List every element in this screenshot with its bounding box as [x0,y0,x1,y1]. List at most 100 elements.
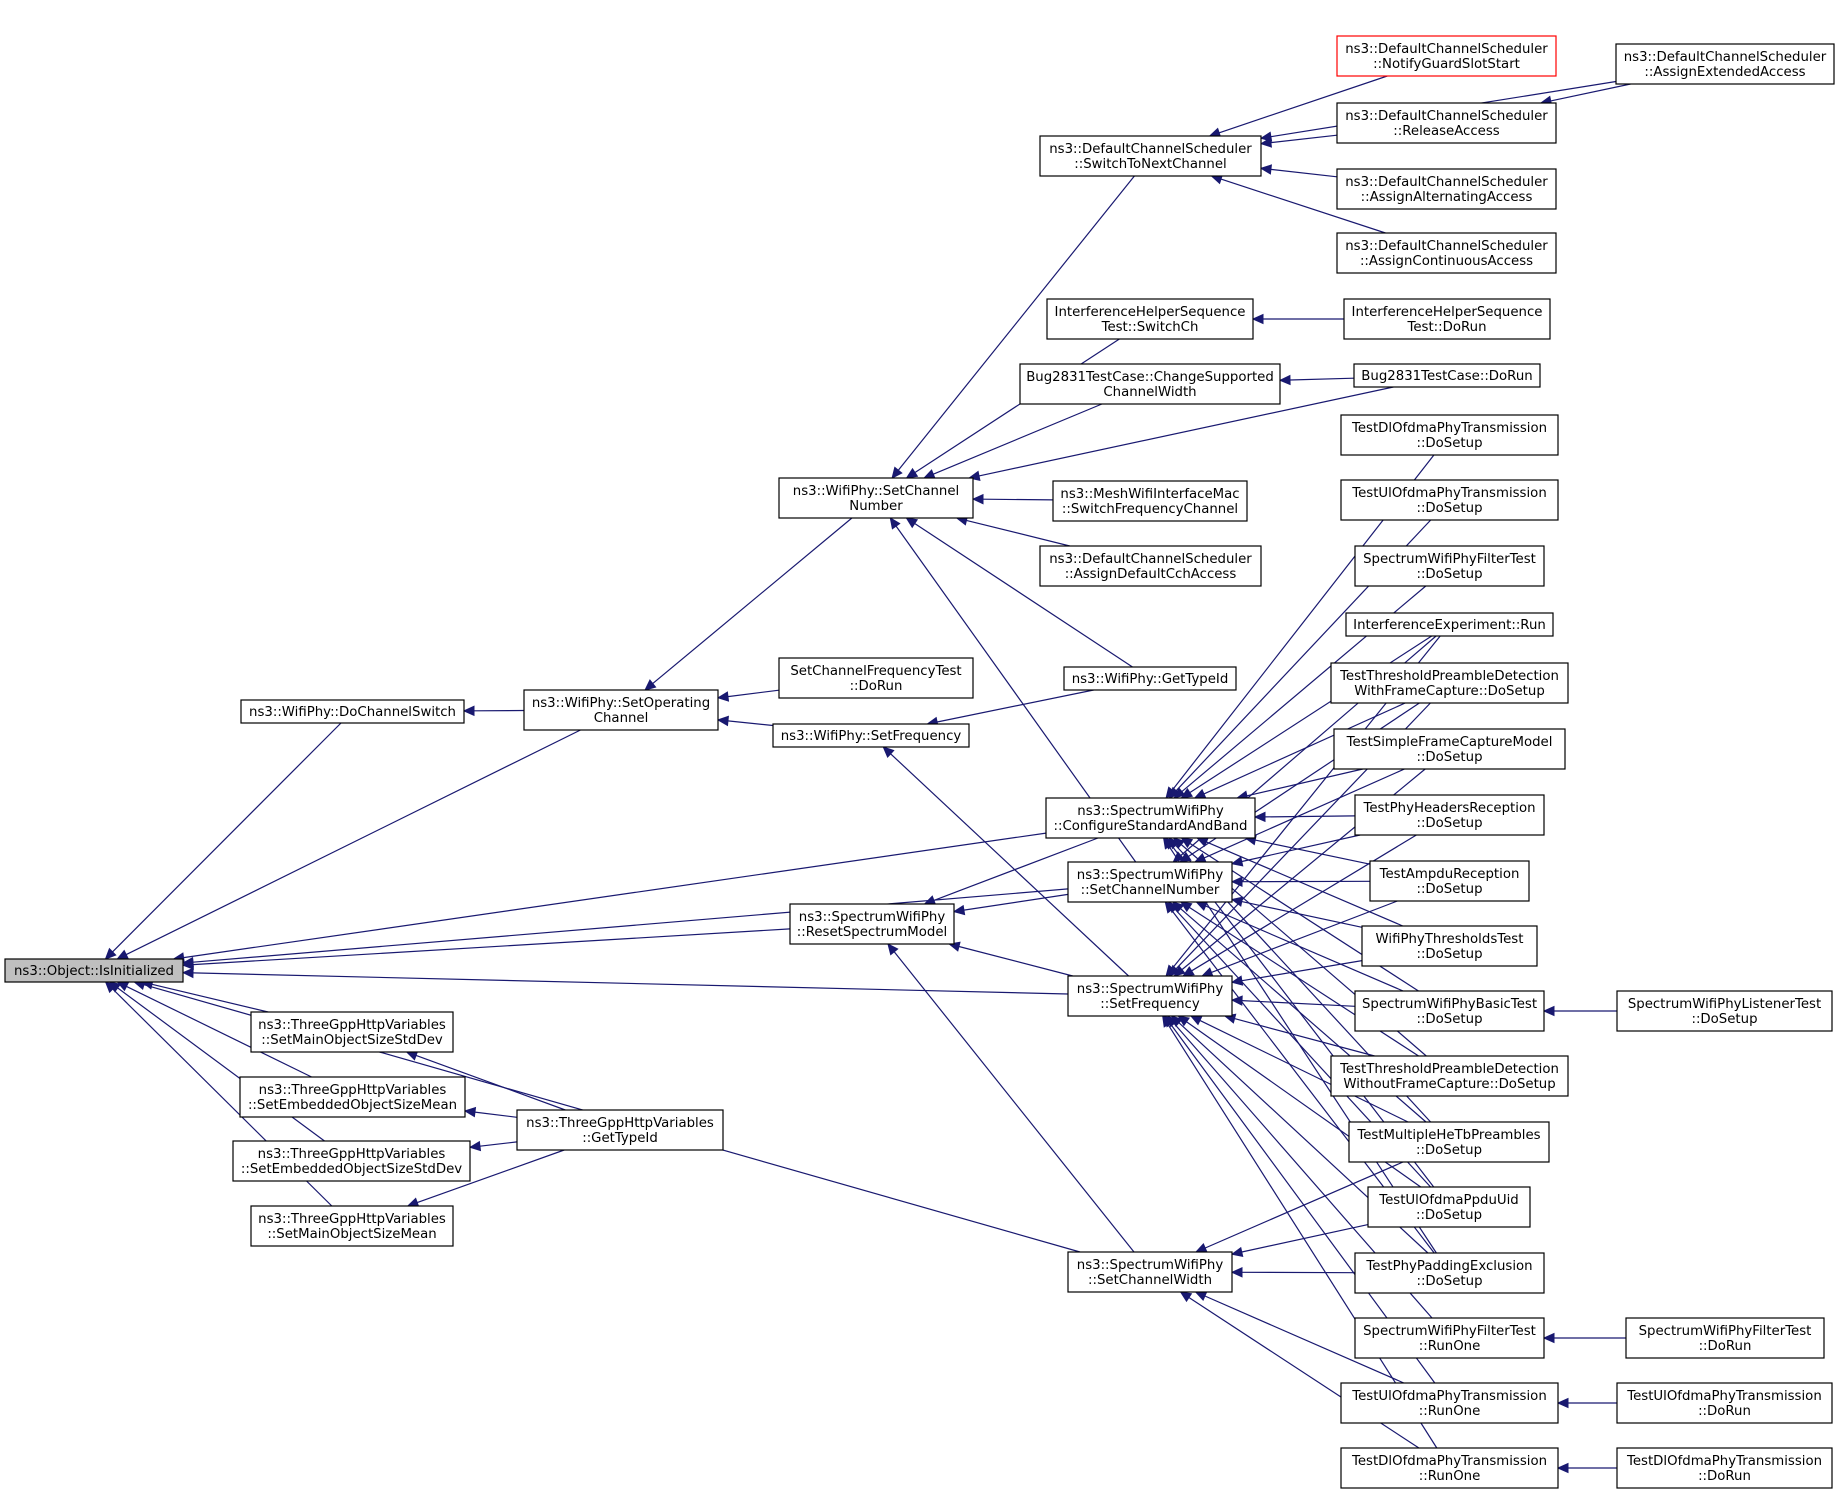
node-label-line: ns3::WifiPhy::SetOperating [532,696,710,711]
node-label-line: ChannelWidth [1103,385,1196,400]
graph-node-n20[interactable]: ns3::SpectrumWifiPhy::SetChannelNumber [1067,861,1233,903]
graph-node-n47[interactable]: TestUlOfdmaPhyTransmission::DoRun [1616,1382,1833,1424]
call-edge-n7-to-n4 [1259,134,1338,148]
graph-node-n26[interactable]: ns3::ThreeGppHttpVariables::SetEmbeddedO… [232,1140,471,1182]
edge-line [1211,900,1398,973]
node-box [1336,232,1557,274]
node-label-line: Channel [594,711,649,726]
node-label-line: ::NotifyGuardSlotStart [1373,57,1520,72]
graph-node-n6[interactable]: ns3::DefaultChannelScheduler::AssignExte… [1615,43,1835,85]
graph-node-n7[interactable]: ns3::DefaultChannelScheduler::ReleaseAcc… [1336,102,1557,144]
call-edge-n28-to-n25 [463,1106,518,1118]
node-label-line: ns3::Object::IsInitialized [14,964,174,979]
graph-node-n43[interactable]: TestPhyPaddingExclusion::DoSetup [1354,1252,1545,1294]
graph-node-n46[interactable]: TestUlOfdmaPhyTransmission::RunOne [1340,1382,1559,1424]
node-label-line: TestPhyPaddingExclusion [1365,1259,1532,1274]
edge-line [1241,960,1363,982]
call-edge-n47-to-n46 [1556,1397,1617,1409]
graph-node-n24[interactable]: ns3::ThreeGppHttpVariables::SetMainObjec… [250,1011,454,1053]
call-edge-n49-to-n48 [1556,1462,1617,1474]
graph-node-n13[interactable]: Bug2831TestCase::DoRun [1353,363,1541,388]
node-label-line: Number [849,499,903,514]
graph-node-n16[interactable]: SetChannelFrequencyTest::DoRun [778,657,974,699]
node-label-line: TestDlOfdmaPhyTransmission [1351,421,1547,436]
call-edge-n11-to-n10 [1251,313,1344,325]
node-box [1354,1317,1545,1359]
node-box [1340,479,1559,521]
graph-node-n25[interactable]: ns3::ThreeGppHttpVariables::SetEmbeddedO… [239,1076,466,1118]
node-box [1330,1055,1569,1097]
graph-node-n45[interactable]: SpectrumWifiPhyFilterTest::DoRun [1625,1317,1825,1359]
graph-node-n40[interactable]: TestThresholdPreambleDetectionWithoutFra… [1330,1055,1569,1097]
node-label-line: ::AssignAlternatingAccess [1361,190,1533,205]
graph-node-n22[interactable]: ns3::SpectrumWifiPhy::SetFrequency [1067,975,1233,1017]
node-label-line: ns3::SpectrumWifiPhy [1077,1258,1224,1273]
node-label-line: TestThresholdPreambleDetection [1339,669,1559,684]
graph-node-n9[interactable]: ns3::DefaultChannelScheduler::AssignCont… [1336,232,1557,274]
node-label-line: ns3::DefaultChannelScheduler [1049,142,1252,157]
node-box [1616,1382,1833,1424]
graph-node-n28[interactable]: ns3::ThreeGppHttpVariables::GetTypeId [516,1109,724,1151]
graph-node-n30[interactable]: TestUlOfdmaPhyTransmission::DoSetup [1340,479,1559,521]
node-label-line: ns3::ThreeGppHttpVariables [258,1147,446,1162]
graph-node-n38[interactable]: SpectrumWifiPhyBasicTest::DoSetup [1354,990,1545,1032]
graph-node-n5[interactable]: ns3::DefaultChannelScheduler::NotifyGuar… [1336,35,1557,77]
call-edge-n12-to-n3 [922,403,1103,479]
graph-node-n48[interactable]: TestDlOfdmaPhyTransmission::RunOne [1340,1447,1559,1489]
graph-node-n4[interactable]: ns3::DefaultChannelScheduler::SwitchToNe… [1039,135,1262,177]
graph-node-n33[interactable]: TestThresholdPreambleDetectionWithFrameC… [1330,662,1569,704]
call-edge-n18-to-n3 [905,517,1133,668]
edge-line [982,498,1054,501]
graph-node-n31[interactable]: SpectrumWifiPhyFilterTest::DoSetup [1354,545,1545,587]
graph-node-n34[interactable]: TestSimpleFrameCaptureModel::DoSetup [1333,728,1566,770]
graph-node-n42[interactable]: TestUlOfdmaPpduUid::DoSetup [1367,1186,1531,1228]
graph-node-n8[interactable]: ns3::DefaultChannelScheduler::AssignAlte… [1336,168,1557,210]
graph-node-n14[interactable]: ns3::MeshWifiInterfaceMac::SwitchFrequen… [1052,480,1248,522]
arrowhead-icon [1194,1242,1208,1253]
node-box [1369,860,1530,902]
graph-node-n18[interactable]: ns3::WifiPhy::GetTypeId [1063,666,1237,691]
graph-node-n21[interactable]: ns3::SpectrumWifiPhy::ResetSpectrumModel [789,903,955,945]
node-label-line: ::DoSetup [1416,436,1482,451]
node-label-line: ::DoRun [1698,1404,1751,1419]
graph-node-n12[interactable]: Bug2831TestCase::ChangeSupportedChannelW… [1019,363,1281,405]
graph-node-n44[interactable]: SpectrumWifiPhyFilterTest::RunOne [1354,1317,1545,1359]
graph-node-n39[interactable]: SpectrumWifiPhyListenerTest::DoSetup [1616,990,1833,1032]
arrowhead-icon [1230,975,1244,986]
graph-node-n35[interactable]: TestPhyHeadersReception::DoSetup [1354,794,1545,836]
graph-node-n29[interactable]: TestDlOfdmaPhyTransmission::DoSetup [1340,414,1559,456]
graph-node-n36[interactable]: TestAmpduReception::DoSetup [1369,860,1530,902]
node-label-line: ::SetEmbeddedObjectSizeStdDev [241,1162,462,1177]
graph-node-n17[interactable]: ns3::WifiPhy::SetFrequency [772,723,970,748]
node-label-line: SpectrumWifiPhyFilterTest [1363,1324,1536,1339]
graph-node-n19[interactable]: ns3::SpectrumWifiPhy::ConfigureStandardA… [1045,797,1256,839]
graph-node-n37[interactable]: WifiPhyThresholdsTest::DoSetup [1361,925,1538,967]
graph-node-n1[interactable]: ns3::WifiPhy::DoChannelSwitch [240,699,465,724]
arrowhead-icon [1230,1246,1244,1258]
graph-node-n49[interactable]: TestDlOfdmaPhyTransmission::DoRun [1616,1447,1833,1489]
call-edge-n3-to-n2 [644,517,853,691]
graph-node-n3[interactable]: ns3::WifiPhy::SetChannelNumber [778,477,974,519]
node-label-line: ::DoSetup [1416,1274,1482,1289]
node-label-line: ::RunOne [1419,1469,1481,1484]
node-label-line: ::DoSetup [1691,1012,1757,1027]
edge-line [1241,1224,1369,1253]
call-edge-n14-to-n3 [971,493,1054,505]
graph-node-n23[interactable]: ns3::SpectrumWifiPhy::SetChannelWidth [1067,1251,1233,1293]
graph-node-n15[interactable]: ns3::DefaultChannelScheduler::AssignDefa… [1039,545,1262,587]
call-edge-n22-to-n0 [181,967,1069,995]
node-label-line: TestSimpleFrameCaptureModel [1346,735,1553,750]
arrowhead-icon [1164,901,1176,914]
graph-node-n41[interactable]: TestMultipleHeTbPreambles::DoSetup [1348,1121,1550,1163]
graph-node-n32[interactable]: InterferenceExperiment::Run [1345,612,1554,637]
graph-node-n27[interactable]: ns3::ThreeGppHttpVariables::SetMainObjec… [250,1205,454,1247]
graph-node-n0[interactable]: ns3::Object::IsInitialized [4,958,184,983]
node-label-line: TestUlOfdmaPhyTransmission [1351,1389,1547,1404]
edge-line [914,522,1133,668]
node-label-line: ::DoRun [850,679,903,694]
node-box [1354,990,1545,1032]
arrowhead-icon [1259,164,1272,175]
